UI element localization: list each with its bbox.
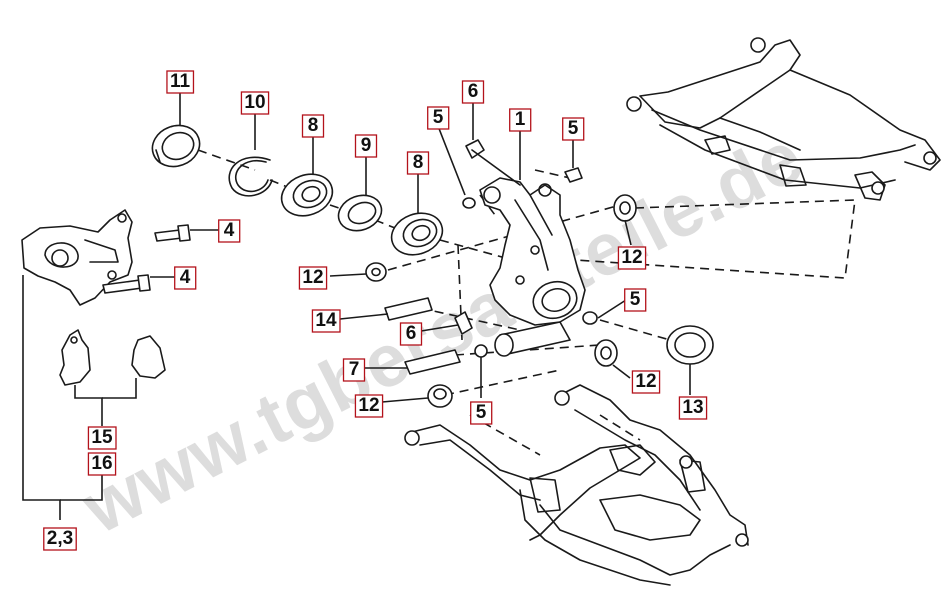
callout-box [301, 114, 325, 138]
swing-arm [404, 384, 749, 586]
callout-6-lower: 6 [399, 322, 423, 346]
callout-14: 14 [311, 309, 341, 333]
callout-box [678, 396, 708, 420]
callout-12-right-top-label: 12 [621, 247, 642, 268]
callout-box [43, 527, 77, 551]
callout-16-label: 16 [91, 453, 112, 474]
callout-box [509, 108, 532, 132]
callout-9: 9 [354, 134, 378, 158]
callout-5-mid-right-label: 5 [630, 289, 641, 310]
callout-12-lower-right: 12 [631, 370, 661, 394]
callout-10: 10 [240, 91, 270, 115]
callout-12-right-top: 12 [617, 246, 647, 270]
callout-box [311, 309, 341, 333]
callout-box [406, 151, 430, 175]
callout-6-top-label: 6 [468, 81, 479, 102]
callout-box [624, 288, 647, 312]
callout-box [218, 219, 241, 243]
callout-box [240, 91, 270, 115]
callout-12-left-label: 12 [302, 267, 323, 288]
callout-5-mid-right: 5 [624, 288, 647, 312]
callout-6-top: 6 [461, 80, 485, 104]
callout-6-lower-label: 6 [406, 323, 417, 344]
callout-box [617, 246, 647, 270]
leader-lines [22, 90, 691, 520]
callout-8-lower: 8 [406, 151, 430, 175]
callout-4-lower-label: 4 [180, 267, 191, 288]
callout-1: 1 [509, 108, 532, 132]
assembly-lines [197, 149, 856, 396]
callout-box [298, 266, 328, 290]
upper-control-arm [626, 37, 941, 201]
callout-4-lower: 4 [174, 266, 197, 290]
callout-11: 11 [166, 70, 195, 94]
callout-12-lower-left: 12 [354, 394, 384, 418]
callout-box [354, 394, 384, 418]
callout-box [342, 358, 366, 382]
callout-13: 13 [678, 396, 708, 420]
callout-5-top-right-label: 5 [568, 118, 579, 139]
brake-pads [59, 329, 166, 386]
callout-8-upper: 8 [301, 114, 325, 138]
callout-box [461, 80, 485, 104]
callout-15-label: 15 [91, 427, 113, 448]
callout-7-label: 7 [349, 359, 360, 380]
callout-4-upper-label: 4 [224, 220, 235, 241]
callout-box [87, 426, 117, 450]
callout-8-lower-label: 8 [413, 152, 424, 173]
callout-5-bottom-label: 5 [476, 402, 487, 423]
callout-4-upper: 4 [218, 219, 241, 243]
callout-5-bottom: 5 [470, 401, 493, 425]
callout-9-label: 9 [361, 135, 372, 156]
brake-caliper [21, 209, 191, 306]
callout-box [470, 401, 493, 425]
callout-10-label: 10 [244, 92, 265, 113]
callout-14-label: 14 [315, 310, 337, 331]
callout-11-label: 11 [170, 71, 191, 92]
wheel-bearing-set [151, 124, 444, 256]
callout-8-upper-label: 8 [308, 115, 319, 136]
callout-15: 15 [87, 426, 117, 450]
callout-labels: 11 10 8 9 8 5 6 1 5 4 4 12 12 5 14 6 13 … [43, 70, 708, 551]
callout-13-label: 13 [682, 397, 703, 418]
callout-box [174, 266, 197, 290]
callout-box [399, 322, 423, 346]
callout-box [354, 134, 378, 158]
callout-2-3: 2,3 [43, 527, 77, 551]
callout-5-top-left-label: 5 [433, 107, 444, 128]
callout-box [631, 370, 661, 394]
callout-box [87, 452, 117, 476]
callout-16: 16 [87, 452, 117, 476]
callout-2-3-label: 2,3 [47, 528, 73, 549]
callout-5-top-right: 5 [562, 117, 585, 141]
callout-5-top-left: 5 [427, 106, 450, 130]
callout-12-left: 12 [298, 266, 328, 290]
fasteners [365, 167, 714, 408]
callout-12-lower-right-label: 12 [635, 371, 656, 392]
callout-1-label: 1 [515, 109, 526, 130]
hub-carrier [465, 139, 586, 326]
callout-12-lower-left-label: 12 [358, 395, 379, 416]
callout-box [427, 106, 450, 130]
callout-box [166, 70, 195, 94]
callout-box [562, 117, 585, 141]
callout-7: 7 [342, 358, 366, 382]
